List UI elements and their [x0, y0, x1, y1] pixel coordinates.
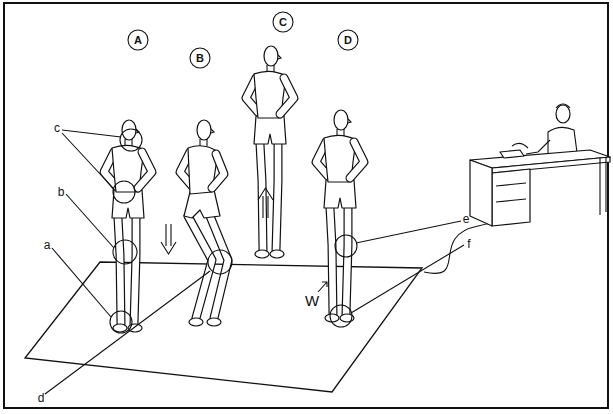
up-arrow: [258, 188, 273, 218]
callout-letter: W: [305, 293, 319, 308]
leader-line: [45, 271, 210, 394]
callout-letter: e: [463, 213, 470, 225]
arm-fill: [212, 154, 224, 188]
marker-circle: [110, 311, 132, 333]
circle-outline: [128, 30, 148, 50]
recorder: [500, 150, 524, 158]
phase-letter: C: [279, 17, 287, 28]
stage-circle: A: [127, 29, 149, 51]
circle-outline: [190, 48, 210, 68]
arm-outline: [212, 154, 224, 188]
circle-outline: [338, 30, 358, 50]
marker-circle: [335, 235, 357, 257]
phase-letter: A: [134, 35, 142, 46]
foot: [207, 318, 221, 326]
leader-line: [66, 194, 114, 248]
weight-arrow: [318, 282, 327, 292]
shorts: [184, 190, 220, 218]
leg-fill: [210, 216, 228, 318]
leg-outline: [188, 216, 212, 318]
subject-standing: [104, 120, 152, 332]
desk-leg: [600, 157, 606, 215]
circle-outline: [273, 12, 293, 32]
desk-pedestal: [492, 169, 530, 226]
foot: [189, 318, 203, 326]
leader-line: [62, 130, 121, 189]
frame: [4, 3, 608, 408]
callout-letter: c: [54, 122, 60, 134]
marker-circle: [330, 305, 352, 327]
leader-line: [351, 245, 464, 313]
operator-arm: [526, 140, 550, 154]
subject-landing: [316, 110, 364, 322]
operator-hair: [556, 104, 570, 108]
nose: [211, 129, 214, 133]
phase-letter: D: [344, 35, 352, 46]
leg-fill: [188, 216, 212, 318]
down-arrow: [161, 224, 176, 254]
operator-head: [556, 105, 570, 123]
stage-circle: B: [189, 47, 211, 69]
callout-letter: a: [44, 239, 51, 251]
leader-line: [52, 248, 111, 317]
desk-side: [470, 160, 492, 226]
callout-letter: f: [467, 238, 470, 250]
marker-circle: [208, 250, 232, 274]
leader-line: [356, 221, 461, 243]
recording-station: [470, 104, 610, 226]
phase-letter: B: [196, 53, 204, 64]
marker-circle: [120, 129, 142, 151]
marker-circle: [113, 240, 137, 264]
recorder-cable: [512, 143, 528, 148]
callout-letter: d: [38, 392, 45, 404]
subject-jumping: [246, 46, 294, 258]
stage-circle: D: [337, 29, 359, 51]
desk-drawer: [496, 183, 526, 202]
callout-letter: b: [58, 186, 65, 198]
subject-crouching: [180, 120, 228, 326]
stage-circle: C: [272, 11, 294, 33]
marker-circle: [113, 181, 135, 203]
head: [197, 120, 211, 140]
